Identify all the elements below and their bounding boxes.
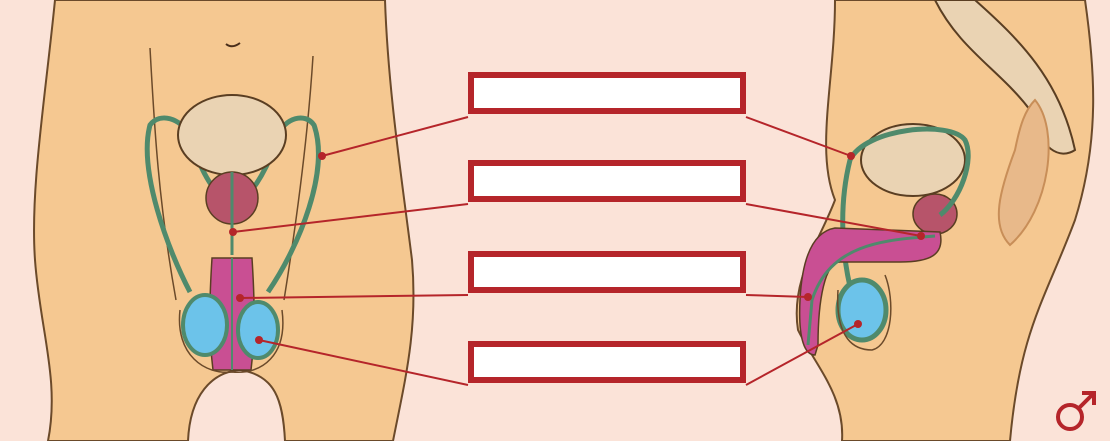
pointer-dot: [236, 294, 244, 302]
side-prostate: [913, 194, 957, 234]
side-bladder: [861, 124, 965, 196]
label-box-1[interactable]: [468, 72, 746, 114]
front-bladder: [178, 95, 286, 175]
pointer-dot: [229, 228, 237, 236]
front-view: [34, 0, 414, 441]
pointer-dot: [255, 336, 263, 344]
front-testis-left: [183, 295, 227, 355]
label-box-4[interactable]: [468, 341, 746, 383]
pointer-dot: [854, 320, 862, 328]
male-symbol-icon: [1052, 385, 1102, 435]
label-box-2[interactable]: [468, 160, 746, 202]
pointer-dot: [804, 293, 812, 301]
label-box-3[interactable]: [468, 251, 746, 293]
pointer-dot: [847, 152, 855, 160]
pointer-dot: [318, 152, 326, 160]
front-testis-right: [238, 302, 278, 358]
pointer-dot: [917, 232, 925, 240]
